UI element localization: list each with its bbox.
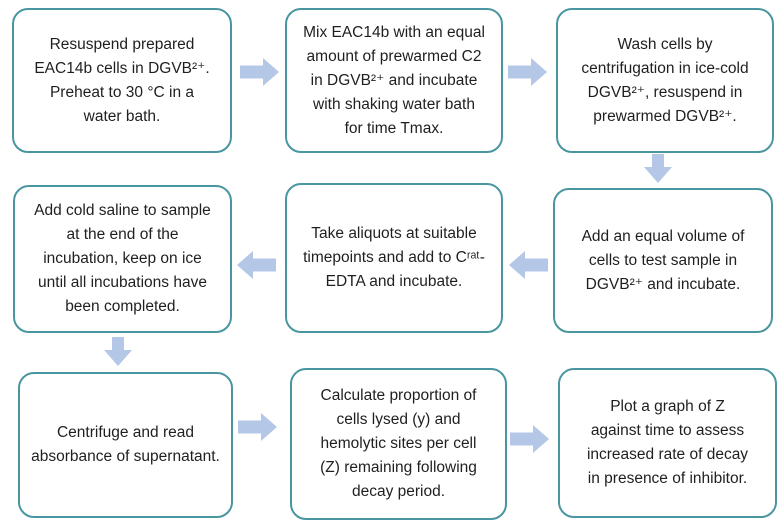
flow-step-9: Plot a graph of Z against time to assess… (558, 368, 777, 518)
flow-step-2: Mix EAC14b with an equal amount of prewa… (285, 8, 503, 153)
flow-step-6: Add cold saline to sample at the end of … (13, 185, 232, 333)
flow-step-1-text: Resuspend prepared EAC14b cells in DGVB²… (34, 35, 210, 125)
arrow-8-9-icon (510, 425, 549, 453)
arrow-7-8-icon (238, 413, 277, 441)
arrow-4-5-icon (509, 251, 548, 279)
arrow-1-2-icon (240, 58, 279, 86)
arrow-6-7-icon (104, 337, 132, 366)
flow-step-4-text: Add an equal volume of cells to test sam… (581, 227, 745, 293)
flow-step-4: Add an equal volume of cells to test sam… (553, 188, 773, 333)
flow-step-5-text: Take aliquots at suitable timepoints and… (303, 225, 485, 290)
flow-step-7: Centrifuge and read absorbance of supern… (18, 372, 233, 518)
flow-step-6-text: Add cold saline to sample at the end of … (34, 202, 211, 315)
flow-step-3: Wash cells by centrifugation in ice-cold… (556, 8, 774, 153)
arrow-5-6-icon (237, 251, 276, 279)
arrow-3-4-icon (644, 154, 672, 183)
flow-step-3-text: Wash cells by centrifugation in ice-cold… (581, 35, 749, 125)
flow-step-8-text: Calculate proportion of cells lysed (y) … (320, 387, 477, 500)
flow-step-9-text: Plot a graph of Z against time to assess… (586, 398, 749, 487)
flow-step-2-text: Mix EAC14b with an equal amount of prewa… (303, 23, 485, 137)
flow-step-1: Resuspend prepared EAC14b cells in DGVB²… (12, 8, 232, 153)
arrow-2-3-icon (508, 58, 547, 86)
flow-step-5: Take aliquots at suitable timepoints and… (285, 183, 503, 333)
flow-step-8: Calculate proportion of cells lysed (y) … (290, 368, 507, 520)
flow-step-7-text: Centrifuge and read absorbance of supern… (31, 424, 220, 465)
